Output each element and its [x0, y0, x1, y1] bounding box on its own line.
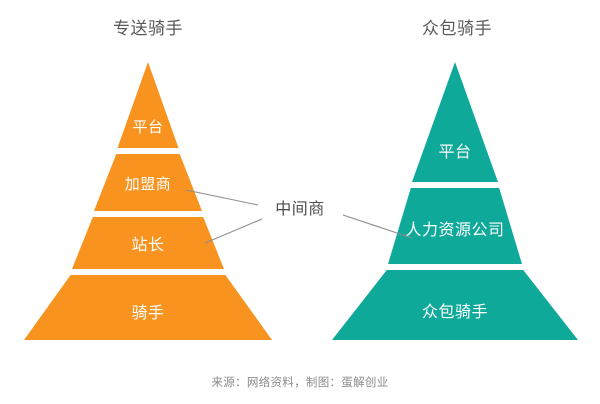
right-pyramid-group: 众包骑手 平台 人力资源公司 众包骑手 — [332, 19, 578, 340]
left-pyramid-label-4: 骑手 — [131, 304, 164, 322]
right-pyramid-band-2 — [388, 188, 522, 264]
left-pyramid-band-4 — [24, 275, 272, 340]
right-pyramid-label-2: 人力资源公司 — [405, 221, 504, 239]
left-pyramid-band-3 — [72, 217, 224, 269]
left-pyramid-band-2 — [94, 154, 202, 211]
connector-line-to-franchisee — [185, 189, 259, 206]
left-pyramid-band-1 — [117, 62, 179, 148]
middlemen-annotation-group: 中间商 — [185, 189, 413, 244]
right-pyramid-band-1 — [412, 62, 498, 182]
left-pyramid-label-2: 加盟商 — [125, 176, 172, 193]
connector-line-to-station-master — [204, 218, 263, 244]
middlemen-label: 中间商 — [275, 200, 325, 218]
right-pyramid-band-3 — [332, 270, 578, 340]
right-pyramid-title: 众包骑手 — [422, 19, 492, 38]
left-pyramid-title: 专送骑手 — [113, 19, 183, 38]
source-caption: 来源：网络资料，制图：蛋解创业 — [212, 375, 389, 389]
left-pyramid-label-3: 站长 — [131, 236, 164, 254]
left-pyramid-group: 专送骑手 平台 加盟商 站长 骑手 — [24, 19, 272, 340]
right-pyramid-label-1: 平台 — [438, 143, 471, 161]
right-pyramid-label-3: 众包骑手 — [422, 303, 488, 321]
connector-line-to-hr-company — [342, 214, 413, 239]
left-pyramid-label-1: 平台 — [132, 119, 163, 136]
